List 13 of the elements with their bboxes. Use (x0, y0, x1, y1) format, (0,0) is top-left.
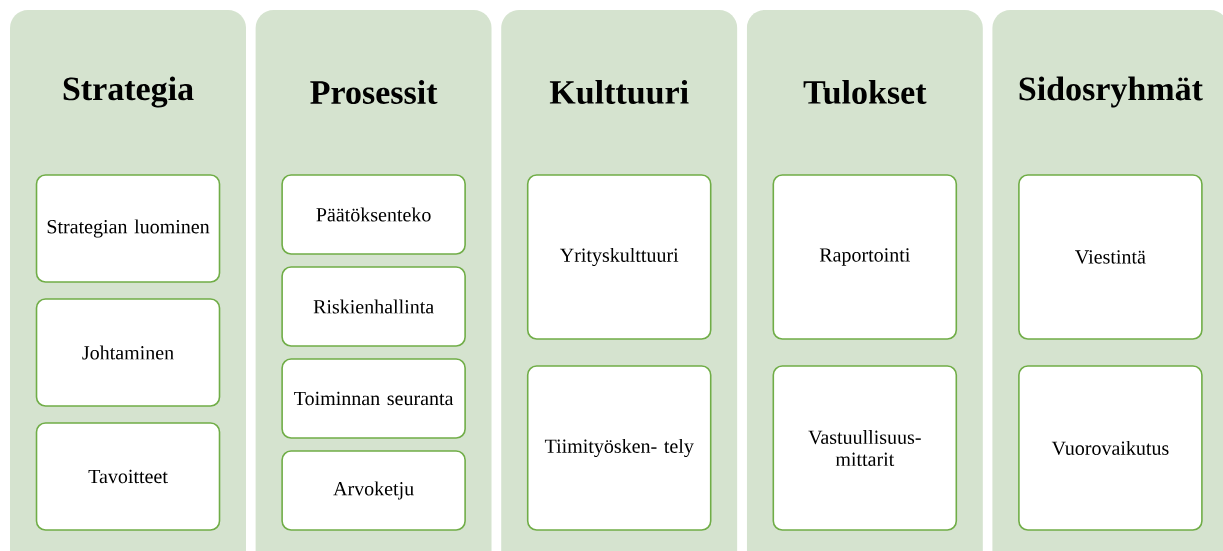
item-box: Arvoketju (281, 450, 466, 531)
item-box: Tavoitteet (35, 422, 221, 531)
item-box: Vastuullisuus- mittarit (772, 365, 958, 531)
item-box: Raportointi (772, 174, 958, 340)
item-box: Vuorovaikutus (1018, 365, 1203, 531)
item-box: Viestintä (1018, 174, 1203, 340)
item-box: Tiimityösken- tely (526, 365, 712, 531)
item-box: Päätöksenteko (281, 174, 466, 255)
item-box: Yrityskulttuuri (526, 174, 712, 340)
item-box: Strategian luominen (35, 174, 221, 283)
item-box: Johtaminen (35, 298, 221, 407)
item-box: Riskienhallinta (281, 266, 466, 347)
item-box: Toiminnan seuranta (281, 358, 466, 439)
